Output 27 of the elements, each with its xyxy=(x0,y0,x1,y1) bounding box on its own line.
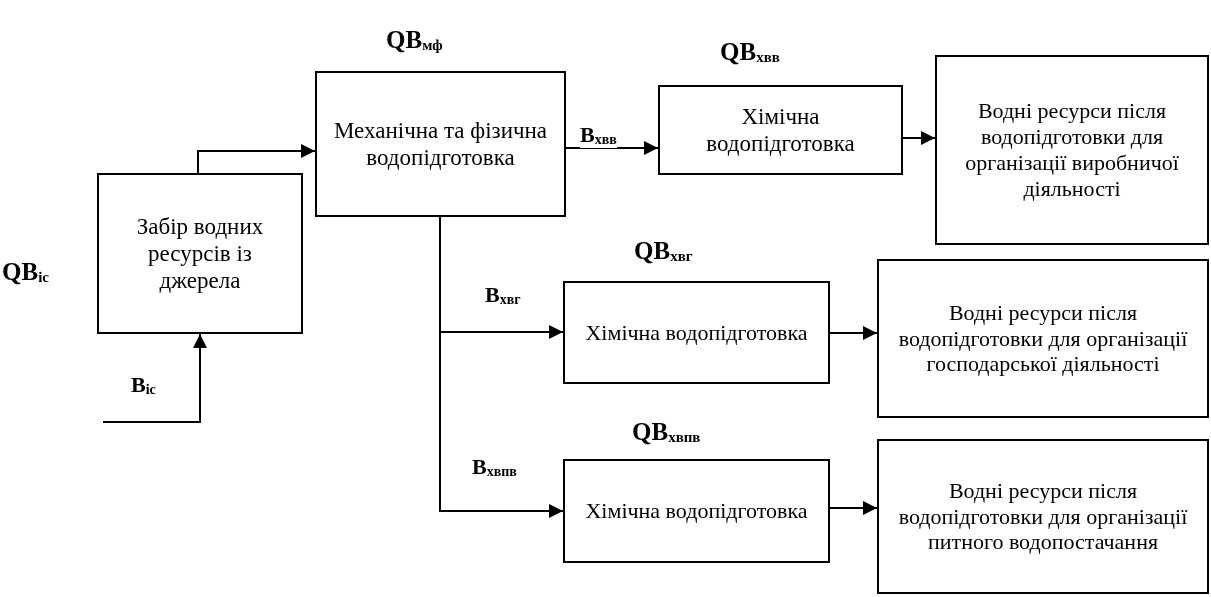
process-box xyxy=(877,259,1209,418)
flow-symbol: QB$_{іс}$ xyxy=(2,258,49,286)
process-box xyxy=(315,71,566,217)
arrow xyxy=(829,501,878,515)
box-text: Хімічна водопідготовка xyxy=(585,498,808,524)
process-box xyxy=(877,439,1209,594)
flow-symbol: QB$_{мф}$ xyxy=(386,26,443,54)
process-box xyxy=(658,85,903,175)
process-box xyxy=(935,55,1209,245)
box-text: Водні ресурси після водопідготовки для організації виробничої діяльності xyxy=(964,98,1180,202)
process-box xyxy=(563,281,830,384)
box-text: Хімічна водопідготовка xyxy=(705,102,856,158)
arrow xyxy=(902,131,936,145)
process-box xyxy=(97,173,303,334)
box-text: Водні ресурси після водопідготовки для організації питного водопостачання xyxy=(897,477,1189,556)
arrow xyxy=(565,141,659,155)
box-text: Забір водних ресурсів із джерела xyxy=(135,212,265,295)
flow-symbol: QB$_{хвв}$ xyxy=(720,38,780,66)
flow-symbol: QB$_{хвг}$ xyxy=(634,237,693,265)
process-box xyxy=(563,459,830,563)
box-text: Водні ресурси після водопідготовки для організації господарської діяльності xyxy=(897,299,1189,378)
arrow xyxy=(102,333,207,423)
flow-symbol: QB$_{хвпв}$ xyxy=(632,418,701,446)
arrow xyxy=(829,326,878,340)
box-text: Хімічна водопідготовка xyxy=(585,319,808,346)
arrow xyxy=(197,144,316,174)
box-text: Механічна та фізична водопідготовка xyxy=(332,116,549,172)
